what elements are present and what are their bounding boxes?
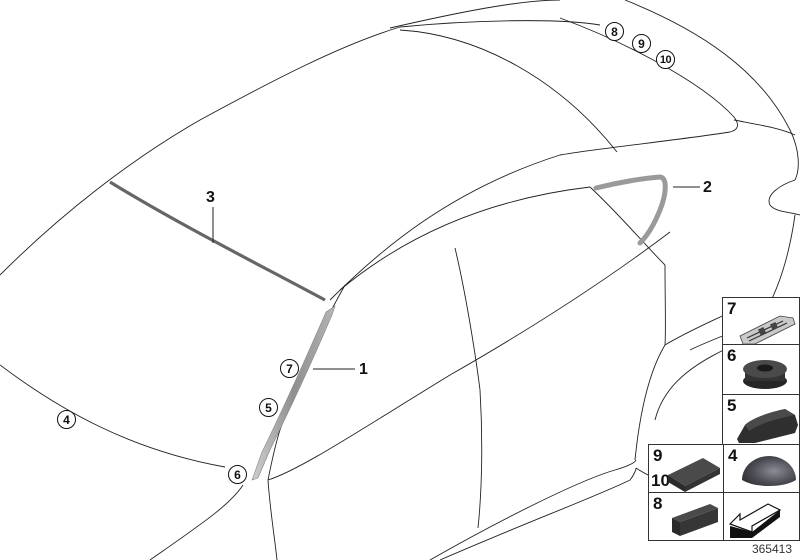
part-label-5: 5 (727, 396, 737, 415)
circled-ref-7: 7 (280, 359, 299, 378)
part-label-4: 4 (728, 446, 738, 465)
part-cell-9-10[interactable]: 9 10 (648, 444, 724, 493)
circled-ref-9: 9 (632, 34, 651, 53)
part-label-10: 10 (651, 471, 670, 490)
part-cell-arrow[interactable] (723, 492, 800, 541)
circled-ref-10: 10 (656, 50, 675, 69)
windshield-top-trim (109, 180, 326, 302)
circled-ref-5: 5 (259, 398, 278, 417)
circled-ref-4: 4 (57, 410, 76, 429)
part-label-6: 6 (727, 346, 737, 365)
part-cell-8[interactable]: 8 (648, 492, 724, 541)
a-pillar-trim (251, 305, 336, 481)
callout-2: 2 (703, 179, 712, 196)
part-label-7: 7 (727, 299, 737, 318)
part-cell-5[interactable]: 5 (722, 394, 800, 445)
part-cell-7[interactable]: 7 (722, 297, 800, 345)
part-cell-6[interactable]: 6 (722, 344, 800, 395)
callout-3: 3 (206, 189, 215, 206)
callout-1: 1 (359, 361, 368, 378)
part-label-9: 9 (653, 446, 663, 465)
part-label-8: 8 (653, 494, 663, 513)
diagram-id-label: 365413 (751, 542, 792, 556)
quarter-window-trim (593, 174, 668, 246)
circled-ref-6: 6 (228, 465, 247, 484)
part-cell-4[interactable]: 4 (723, 444, 800, 493)
circled-ref-8: 8 (605, 22, 624, 41)
